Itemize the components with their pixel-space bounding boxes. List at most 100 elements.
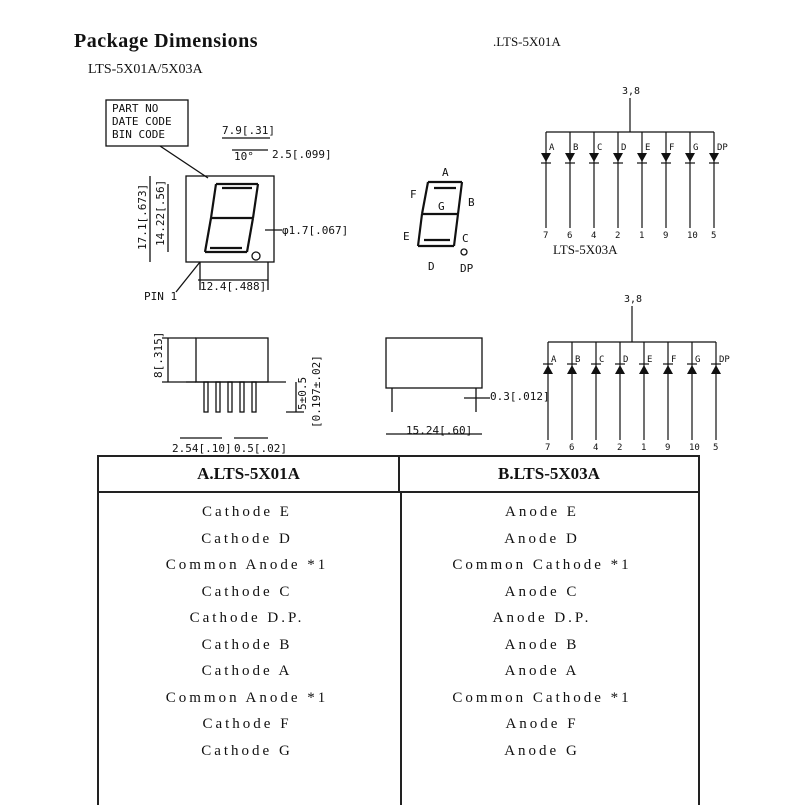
- seg-label-g: G: [438, 200, 445, 213]
- pin-number: 4: [591, 231, 596, 241]
- pin-number: 7: [543, 231, 548, 241]
- common-pin-label: 3,8: [624, 294, 642, 305]
- dim-hole: φ1.7[.067]: [282, 224, 348, 237]
- seg-label-dp: DP: [460, 262, 474, 275]
- seg-label-b: B: [468, 196, 475, 209]
- led-diode-symbol: [567, 365, 577, 374]
- dim-pin-width: 0.5[.02]: [234, 442, 287, 455]
- pin-row-3-b: Common Cathode *1: [452, 557, 632, 573]
- seg-label-e: E: [403, 230, 410, 243]
- dim-height-outer: 17.1[.673]: [136, 184, 149, 250]
- segment-label: F: [671, 355, 676, 365]
- pin-row-6-b: Anode B: [504, 636, 580, 653]
- pin-row-10-b: Anode G: [504, 742, 580, 759]
- pin-number: 2: [615, 231, 620, 241]
- led-diode-symbol: [661, 153, 671, 162]
- col-header-5x03a: B.LTS-5X03A: [400, 455, 700, 493]
- pin-row-8-a: Common Anode *1: [165, 689, 329, 706]
- pin-number: 1: [639, 231, 644, 241]
- segment-legend: [416, 180, 464, 248]
- pin-row-5-a: Cathode D.P.: [189, 610, 305, 626]
- pin-number: 5: [711, 231, 716, 241]
- dim-side-height: 8[.315]: [152, 332, 165, 378]
- seg-label-c: C: [462, 232, 469, 245]
- seg-label-d: D: [428, 260, 435, 273]
- led-diode-symbol: [541, 153, 551, 162]
- model-subtitle: LTS-5X01A/5X03A: [88, 62, 203, 77]
- dim-depth: 15.24[.60]: [406, 424, 472, 437]
- led-diode-symbol: [591, 365, 601, 374]
- dim-height-inner: 14.22[.56]: [154, 180, 167, 246]
- dim-angle: 10°: [234, 150, 254, 163]
- pin-number: 6: [567, 231, 572, 241]
- table-right-border: [698, 493, 700, 805]
- led-diode-symbol: [709, 153, 719, 162]
- pin-number: 1: [641, 443, 646, 453]
- dim-thickness: 0.3[.012]: [490, 390, 550, 403]
- pin-row-6-a: Cathode B: [201, 636, 293, 653]
- segment-label: E: [647, 355, 652, 365]
- segment-label: A: [551, 355, 557, 365]
- pin-row-2-a: Cathode D: [201, 530, 293, 547]
- seg-label-f: F: [410, 188, 417, 201]
- table-divider: [400, 493, 402, 805]
- segment-label: C: [597, 143, 602, 153]
- pin-row-2-b: Anode D: [504, 530, 580, 547]
- led-diode-symbol: [663, 365, 673, 374]
- table-left-border: [97, 493, 99, 805]
- pin-number: 7: [545, 443, 550, 453]
- led-diode-symbol: [543, 365, 553, 374]
- segment-label: B: [575, 355, 580, 365]
- callout-line-3: BIN CODE: [112, 128, 165, 141]
- pin-row-1-a: Cathode E: [202, 504, 292, 520]
- dim-pitch: 2.54[.10]: [172, 442, 232, 455]
- pin-row-3-a: Common Anode *1: [165, 557, 329, 573]
- callout-box: [105, 99, 189, 147]
- seg-label-a: A: [442, 166, 449, 179]
- segment-label: B: [573, 143, 578, 153]
- segment-label: DP: [717, 143, 728, 153]
- segment-label: C: [599, 355, 604, 365]
- pin-row-9-b: Anode F: [505, 716, 579, 732]
- led-diode-symbol: [687, 365, 697, 374]
- pin-number: 9: [665, 443, 670, 453]
- pin-row-8-b: Common Cathode *1: [452, 689, 632, 706]
- pin-row-10-a: Cathode G: [201, 742, 293, 759]
- col-header-5x01a: A.LTS-5X01A: [97, 455, 400, 493]
- front-view-drawing: PART NO DATE CODE BIN CODE 7.9[.31] 10° …: [105, 86, 730, 455]
- led-diode-symbol: [613, 153, 623, 162]
- led-diode-symbol: [615, 365, 625, 374]
- pin-number: 10: [687, 231, 698, 241]
- pin-number: 6: [569, 443, 574, 453]
- pin-number: 2: [617, 443, 622, 453]
- side-view: [162, 337, 304, 439]
- led-diode-symbol: [589, 153, 599, 162]
- display-body: [185, 175, 275, 263]
- callout-line-1: PART NO: [112, 102, 158, 115]
- segment-label: G: [693, 143, 698, 153]
- segment-label: G: [695, 355, 700, 365]
- pin-number: 5: [713, 443, 718, 453]
- schematic-label-5x03a: LTS-5X03A: [553, 242, 618, 257]
- decimal-point: [251, 251, 261, 261]
- pin-row-4-b: Anode C: [504, 583, 580, 600]
- pin1-label: PIN 1: [144, 290, 177, 303]
- page-title: Package Dimensions: [74, 30, 258, 52]
- segment-label: A: [549, 143, 555, 153]
- segment-label: F: [669, 143, 674, 153]
- dim-segment: 2.5[.099]: [272, 148, 332, 161]
- pin-row-5-b: Anode D.P.: [492, 610, 592, 626]
- pin-row-1-b: Anode E: [505, 504, 579, 520]
- front-segments: [203, 182, 260, 254]
- callout-leader: [159, 145, 209, 179]
- pin-row-9-a: Cathode F: [202, 716, 292, 732]
- led-diode-symbol: [685, 153, 695, 162]
- pin-number: 9: [663, 231, 668, 241]
- dim-width: 7.9[.31]: [222, 124, 275, 137]
- segment-label: D: [623, 355, 628, 365]
- led-diode-symbol: [565, 153, 575, 162]
- callout-line-2: DATE CODE: [112, 115, 172, 128]
- schematic-label-5x01a: .LTS-5X01A: [493, 34, 561, 49]
